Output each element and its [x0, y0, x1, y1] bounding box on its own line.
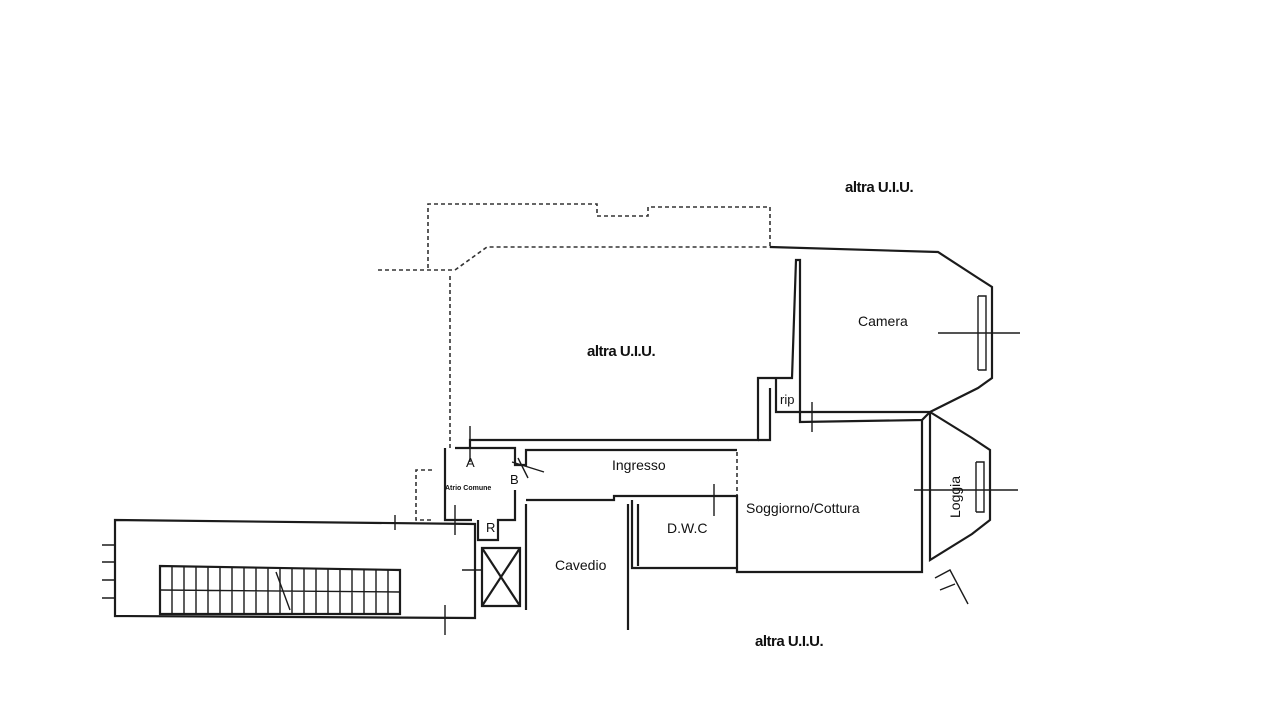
- label-camera: Camera: [858, 313, 908, 329]
- label-ingresso: Ingresso: [612, 457, 666, 473]
- atrio-dashed-outline: [415, 469, 432, 521]
- section-line-b: [511, 457, 545, 479]
- loggia-balcony-edge: [934, 569, 969, 605]
- label-dwc: D.W.C: [667, 520, 707, 536]
- loggia-window: [975, 461, 985, 513]
- label-soggiorno-cottura: Soggiorno/Cottura: [746, 500, 860, 516]
- label-altra-uiu-bottom: altra U.I.U.: [755, 633, 824, 650]
- main-unit-wall: [468, 245, 994, 448]
- stair-hall-ticks: [102, 505, 456, 635]
- soggiorno-wall: [735, 420, 924, 574]
- loggia-wall: [928, 411, 992, 562]
- label-atrio-comune: Atrio Comune: [445, 485, 491, 492]
- stair-flights: [158, 564, 402, 616]
- neighbour-outline-left: [378, 246, 770, 271]
- ingresso-wall: [455, 446, 737, 467]
- dwc-wall: [630, 500, 737, 570]
- stair-direction: [275, 571, 291, 611]
- label-cavedio: Cavedio: [555, 557, 607, 573]
- corridor-wall: [526, 494, 737, 502]
- camera-soggiorno-wall: [798, 411, 931, 424]
- cavedio-wall: [524, 504, 630, 630]
- label-mark-b: B: [510, 472, 519, 487]
- atrio-wall: [443, 448, 517, 542]
- neighbour-outline-upper: [427, 203, 771, 268]
- label-altra-uiu-center: altra U.I.U.: [587, 343, 656, 360]
- stair-treads: [159, 567, 401, 614]
- label-mark-a: A: [466, 455, 475, 470]
- label-rip: rip: [780, 392, 794, 407]
- stair-hall-wall: [113, 518, 477, 620]
- rip-wall: [758, 378, 800, 442]
- lift-shaft: [480, 546, 522, 608]
- label-altra-uiu-top-right: altra U.I.U.: [845, 179, 914, 196]
- label-mark-r: R: [486, 520, 495, 535]
- label-loggia: Loggia: [947, 476, 963, 518]
